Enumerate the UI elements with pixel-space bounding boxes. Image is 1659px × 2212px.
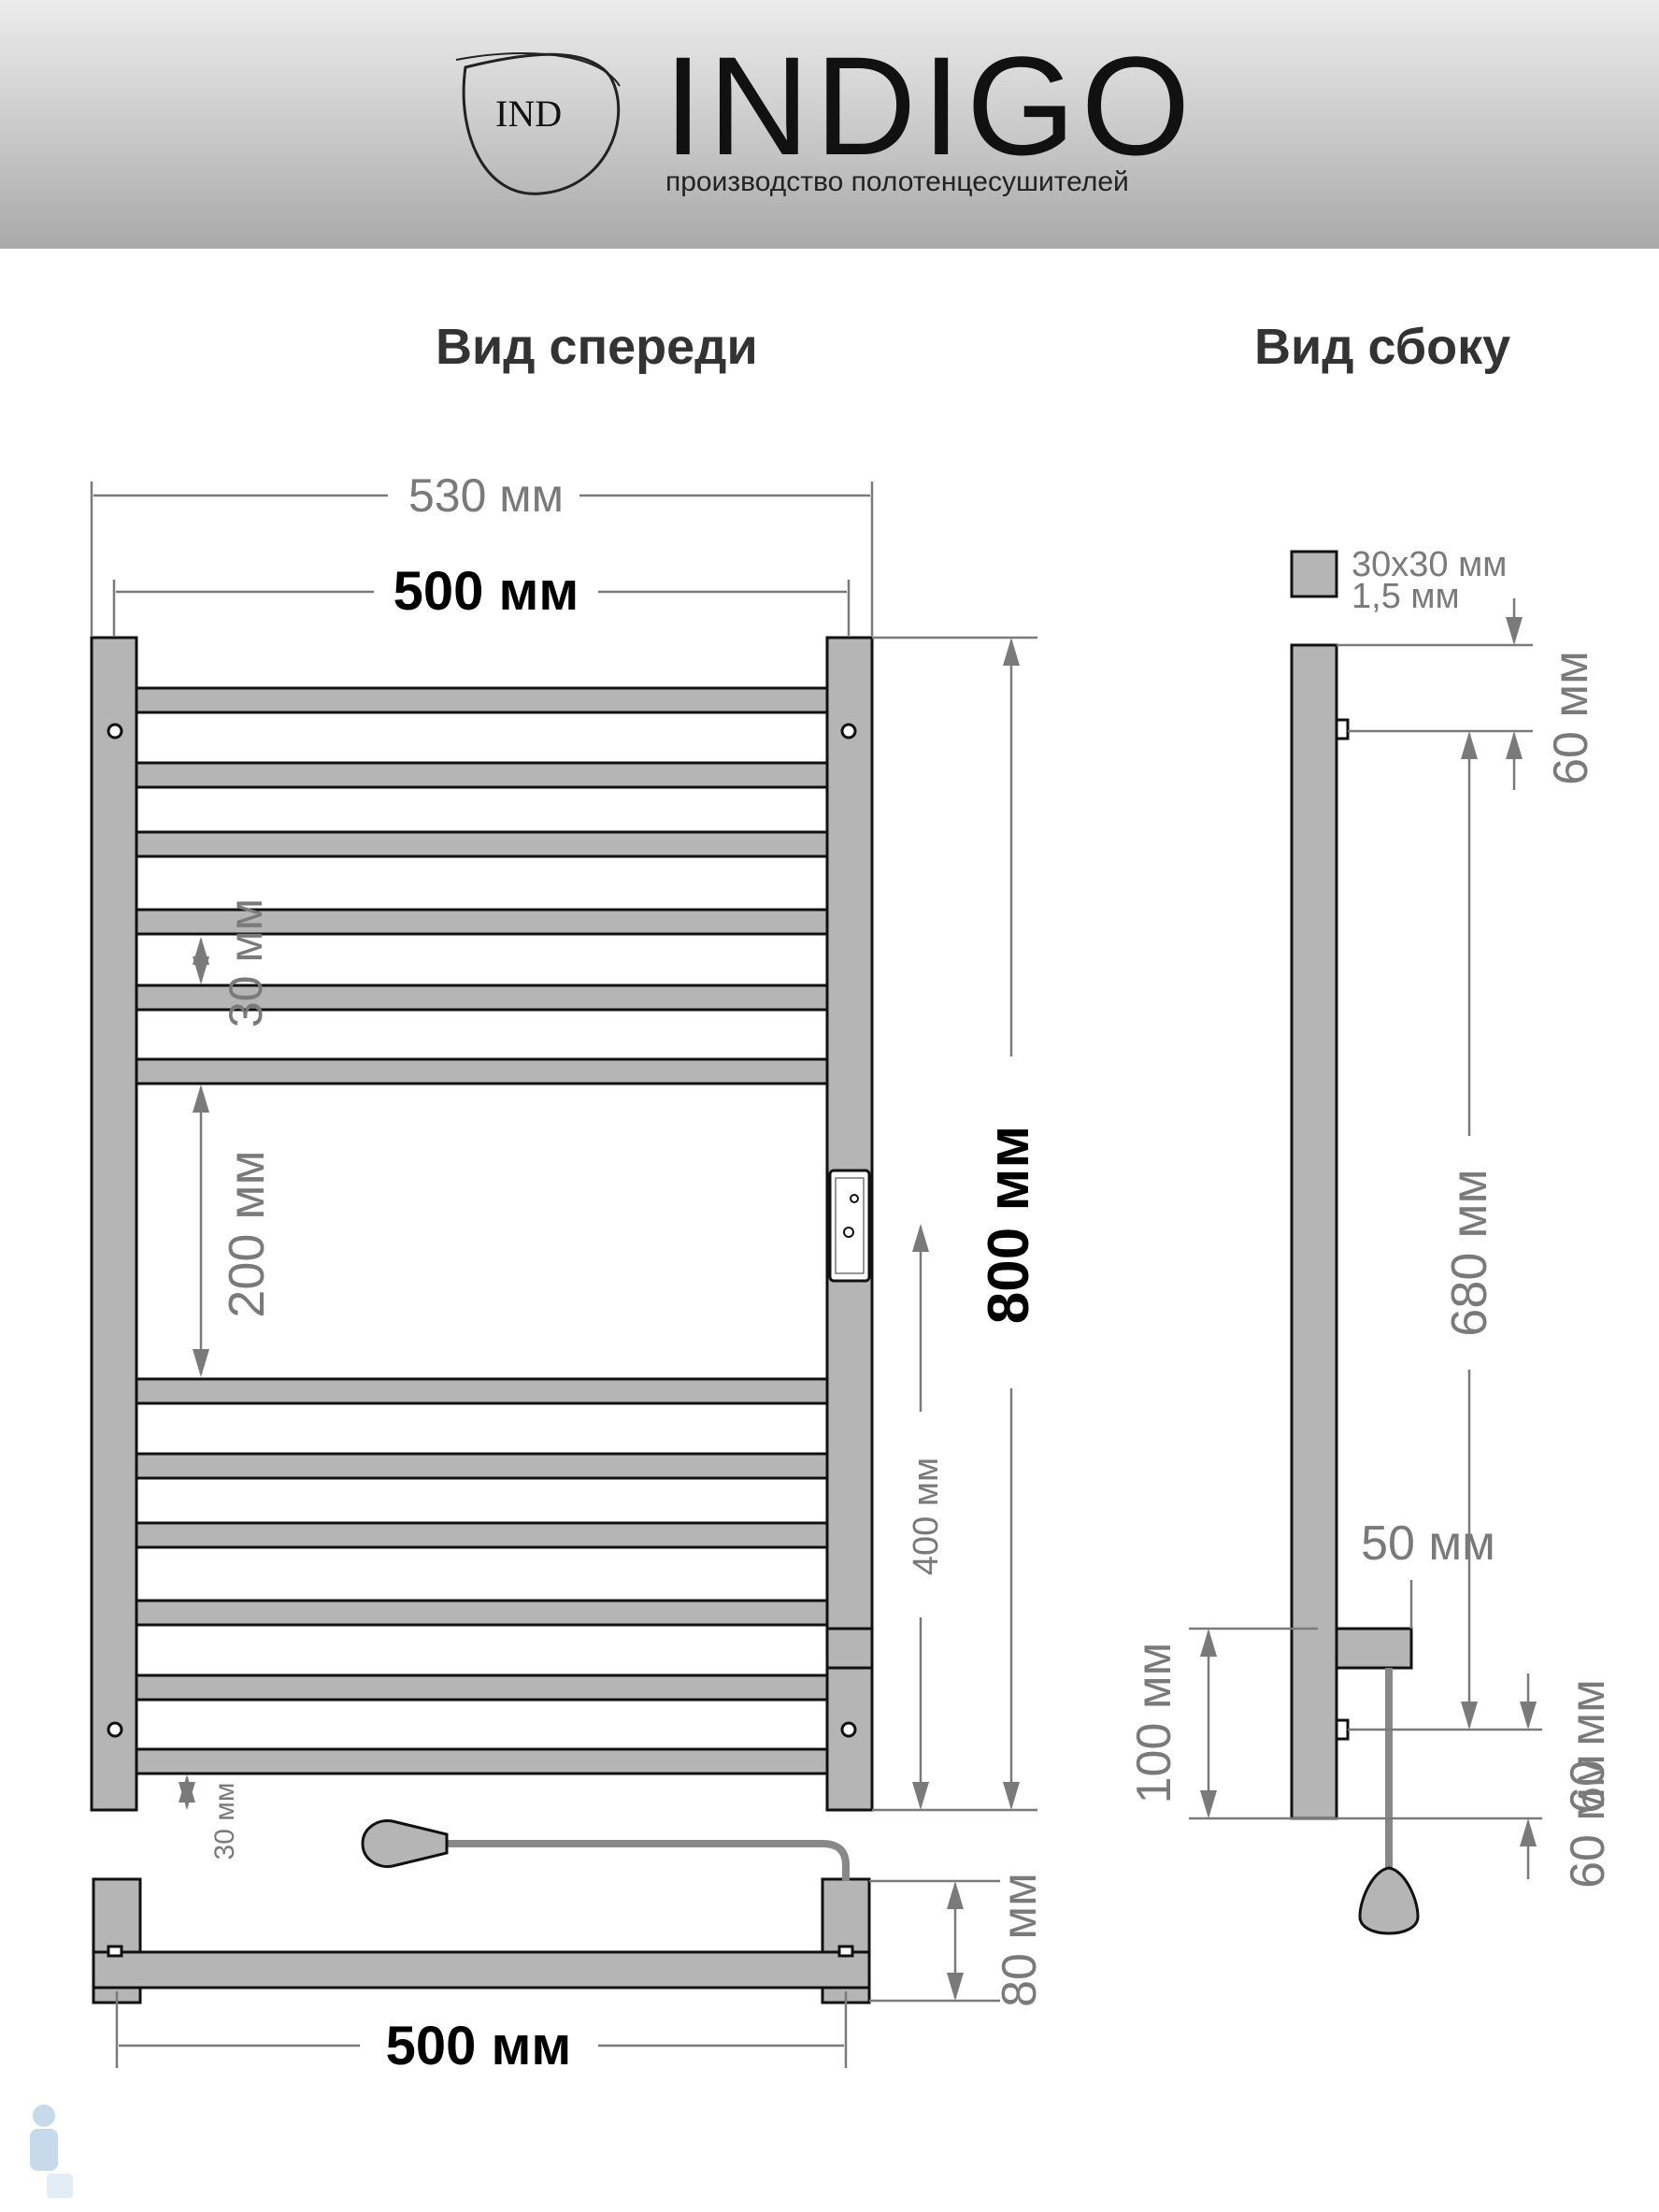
rung [135,761,829,789]
plumber-watermark-icon [30,2104,73,2198]
side-view [1290,643,1413,1820]
dim-standoff: 50 мм [1361,1516,1495,1571]
rung [135,830,829,858]
dim-bar-thickness: 30 мм [220,898,272,1027]
rung [135,1673,829,1702]
side-view-title: Вид сбоку [1254,319,1511,375]
mount-hole [840,1721,857,1738]
rung [135,686,829,714]
mount-hole [107,723,123,740]
front-view-title: Вид спереди [436,319,758,375]
profile-section [1290,550,1338,598]
dim-bottom-mount-offset: 60 мм [1561,1679,1615,1814]
dim-wall-thickness: 1,5 мм [1352,577,1460,616]
brand-tagline: производство полотенцесушителей [665,166,1129,197]
power-plug-icon [361,1818,449,1869]
dim-profile-size: 30x30 мм [1352,545,1507,584]
dim-controller-height: 100 мм [1127,1643,1181,1804]
ind-leaf-logo-icon [455,52,621,195]
brand-name: INDIGO [664,27,1196,184]
dim-overall-width: 530 мм [408,469,564,522]
dim-bottom-offset: 30 мм [209,1783,240,1860]
dim-mount-spacing: 680 мм [1441,1169,1497,1336]
standoff-bracket [1335,1627,1413,1670]
dim-bottom-width: 500 мм [386,2016,572,2076]
rung [135,1057,829,1085]
dim-top-offset: 60 мм [1544,651,1598,785]
mount-hole [107,1721,123,1738]
mount-hole [840,723,857,740]
thermostat-controller [828,1169,871,1283]
rung [135,908,829,936]
dim-pipe-width: 500 мм [393,561,579,622]
dim-height: 800 мм [977,1126,1041,1324]
rung [135,1452,829,1480]
left-upright [90,636,138,1812]
dim-gap: 200 мм [219,1150,275,1317]
brand-header: IND INDIGO производство полотенцесушител… [0,0,1659,249]
side-plug-icon [1358,1866,1420,1935]
rung [135,984,829,1012]
dim-connection-height: 400 мм [907,1458,946,1575]
side-upright [1290,643,1338,1820]
logo-text: IND [495,93,563,135]
front-view [90,636,874,1812]
dim-depth: 80 мм [993,1873,1047,2007]
rung [135,1599,829,1627]
dim-side-bottom-offset: 60 мм [1561,1754,1615,1889]
rung [135,1521,829,1549]
rung [135,1377,829,1405]
bottom-view [92,1877,871,2004]
heater-joint [825,1627,874,1670]
power-cord [447,1840,850,1881]
rung [135,1747,829,1775]
